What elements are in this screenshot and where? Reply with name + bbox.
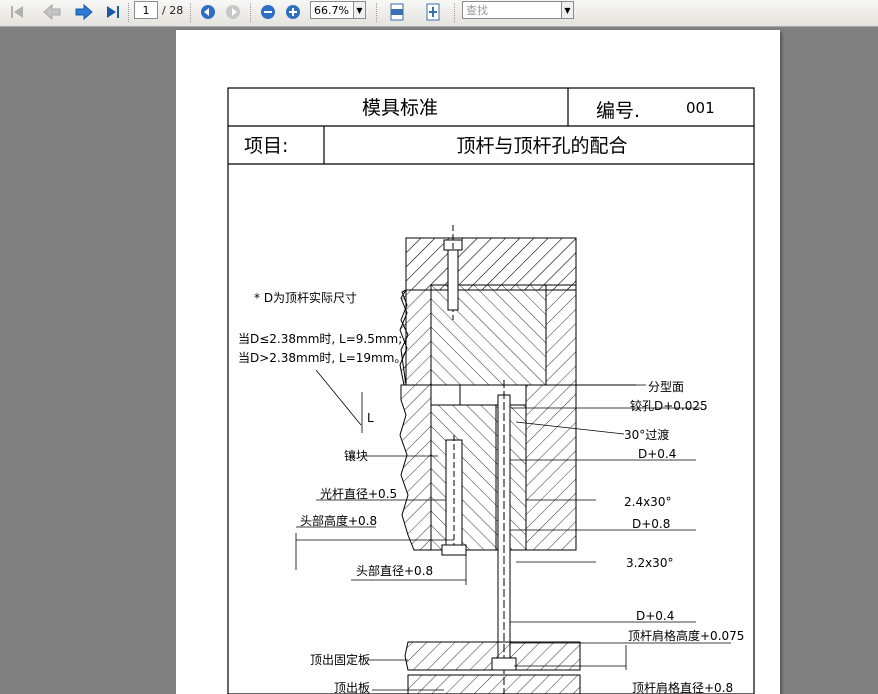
label-head-dia: 头部直径+0.8 [356,563,433,578]
zoom-out-button[interactable] [257,2,279,22]
last-page-button[interactable] [102,2,124,22]
label-d04-top: D+0.4 [638,447,676,461]
search-dropdown[interactable]: ▼ [562,1,574,19]
label-polished-dia: 光杆直径+0.5 [320,487,397,501]
back-button[interactable] [197,2,219,22]
next-page-button[interactable] [72,2,96,22]
label-transition: 30°过渡 [624,427,669,442]
label-d08: D+0.8 [632,517,670,531]
note-l-small: 当D≤2.38mm时, L=9.5mm; [238,332,402,346]
fit-width-icon [390,3,404,21]
zoom-dropdown[interactable]: ▼ [354,1,366,19]
toolbar: 1 / 28 66.7% ▼ 查找 ▼ [0,0,878,27]
label-shoulder-height: 顶杆肩格高度+0.075 [628,628,744,643]
first-page-icon [11,6,23,18]
number-value: 001 [686,99,715,117]
zoom-in-button[interactable] [282,2,304,22]
label-reamed-hole: 铰孔D+0.025 [630,398,708,413]
note-l-large: 当D>2.38mm时, L=19mm。 [238,351,406,365]
label-shoulder-dia: 顶杆肩格直径+0.8 [632,680,733,694]
item-label: 项目: [244,135,288,157]
fit-page-icon [426,3,440,21]
label-chamfer-24: 2.4x30° [624,495,671,509]
label-head-height: 头部高度+0.8 [300,513,377,528]
next-page-icon [75,3,93,21]
document-page: 模具标准 编号. 001 项目: 顶杆与顶杆孔的配合 [176,30,780,694]
search-input[interactable]: 查找 [462,1,562,19]
note-actual-size: * D为顶杆实际尺寸 [254,290,357,305]
dimension-l: L [367,411,374,425]
page-number-input[interactable]: 1 [134,1,158,19]
number-label: 编号. [596,100,640,122]
zoom-input[interactable]: 66.7% [310,1,354,19]
fit-width-button[interactable] [386,2,408,22]
drawing: 模具标准 编号. 001 项目: 顶杆与顶杆孔的配合 [227,87,755,694]
label-retainer-plate: 顶出固定板 [310,652,370,667]
doc-title: 模具标准 [362,97,438,119]
label-insert: 镶块 [344,448,368,463]
forward-icon [226,5,240,19]
first-page-button[interactable] [6,2,28,22]
label-d04-bottom: D+0.4 [636,609,674,623]
last-page-icon [107,6,119,18]
label-chamfer-32: 3.2x30° [626,556,673,570]
label-ejector-plate: 顶出板 [334,681,370,694]
page-count: / 28 [162,4,184,17]
prev-page-button[interactable] [40,2,64,22]
item-value: 顶杆与顶杆孔的配合 [456,135,627,157]
label-parting-face: 分型面 [648,380,684,394]
forward-button[interactable] [222,2,244,22]
back-icon [201,5,215,19]
zoom-in-icon [286,5,300,19]
zoom-out-icon [261,5,275,19]
prev-page-icon [43,3,61,21]
fit-page-button[interactable] [422,2,444,22]
